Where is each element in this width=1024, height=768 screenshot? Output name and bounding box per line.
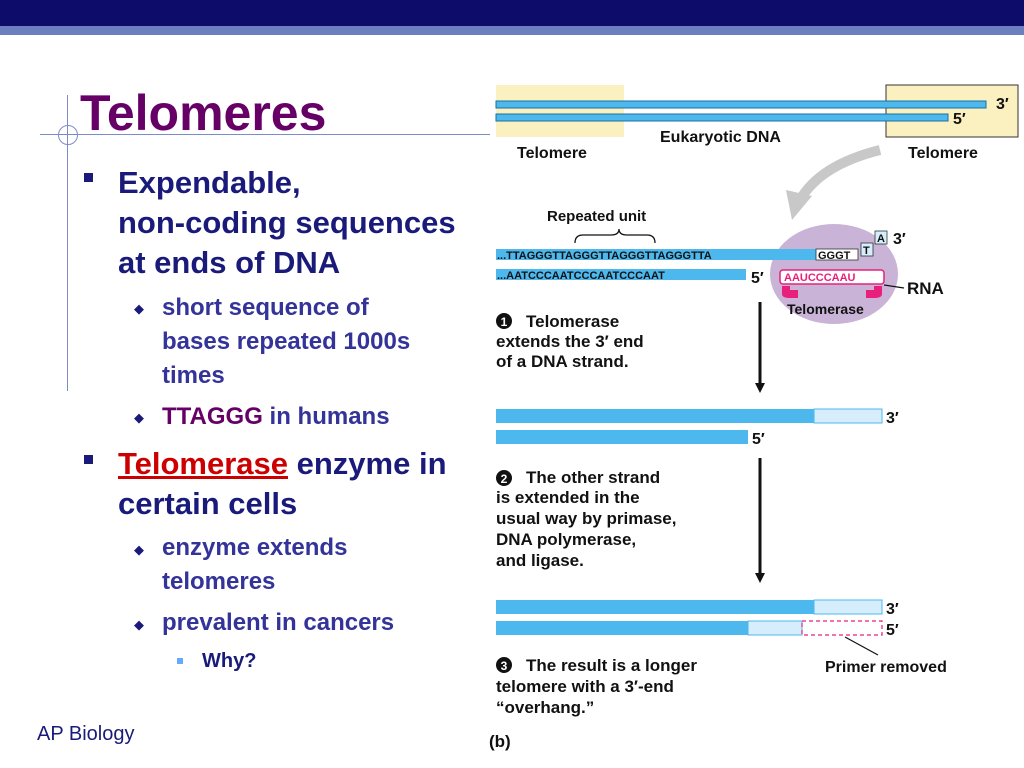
slide-title: Telomeres bbox=[80, 85, 327, 141]
top-strand-sequence: ...TTAGGGTTAGGGTTAGGGTTAGGGTTA bbox=[497, 250, 712, 262]
step-3-line-3: “overhang.” bbox=[496, 698, 594, 717]
bullet-marker-small-square bbox=[177, 658, 183, 664]
zoom-arrow-shaft bbox=[795, 145, 882, 203]
bullet-1-line-2: non-coding sequences bbox=[118, 205, 456, 240]
result-strand-b-extension bbox=[747, 620, 803, 636]
strand-a-original bbox=[496, 409, 814, 423]
step-1-number: 1 bbox=[501, 315, 508, 329]
label-eukaryotic-dna: Eukaryotic DNA bbox=[660, 129, 781, 146]
label-3prime-seq: 3′ bbox=[893, 231, 906, 248]
bottom-strand-sequence: ...AATCCCAATCCCAATCCCAAT bbox=[497, 270, 665, 282]
bullet-1b-rest: in humans bbox=[262, 403, 390, 430]
label-repeated-unit: Repeated unit bbox=[547, 208, 646, 225]
step-2-line-5: and ligase. bbox=[496, 551, 584, 570]
bullet-marker-square bbox=[84, 455, 93, 464]
bullet-1b: TTAGGG in humans bbox=[162, 400, 390, 434]
bullet-1-line-3: at ends of DNA bbox=[118, 245, 341, 280]
result-strand-a-extension bbox=[813, 599, 883, 615]
top-strand-overhang: GGGT bbox=[818, 250, 851, 262]
step-2-line-4: DNA polymerase, bbox=[496, 530, 636, 549]
step-3-number: 3 bbox=[501, 659, 508, 673]
step-1-line-1: Telomerase bbox=[526, 312, 619, 331]
bullet-marker-square bbox=[84, 173, 93, 182]
new-nucleotide-t-label: T bbox=[863, 245, 870, 257]
telomere-box-right bbox=[885, 84, 1019, 138]
bullet-marker-diamond: ◆ bbox=[134, 617, 144, 632]
bullet-1-line-1: Expendable, bbox=[118, 165, 301, 200]
rna-loop-left bbox=[782, 286, 798, 298]
rna-loop-right bbox=[866, 286, 882, 298]
decor-horizontal-line bbox=[40, 134, 490, 135]
footer-course-label: AP Biology bbox=[37, 723, 135, 745]
new-nucleotide-t bbox=[860, 242, 874, 257]
dna-bottom-strand bbox=[495, 113, 949, 122]
top-banner bbox=[0, 0, 1024, 26]
decor-crosshair-circle bbox=[58, 125, 78, 145]
figure-panel-label: (b) bbox=[489, 732, 511, 751]
label-3prime-step2: 3′ bbox=[886, 601, 899, 618]
bullet-2b1: Why? bbox=[202, 650, 257, 672]
label-3prime-top: 3′ bbox=[996, 96, 1009, 113]
overhang-box bbox=[815, 248, 859, 261]
new-nucleotide-a bbox=[874, 230, 888, 245]
step-3-line-2: telomere with a 3′-end bbox=[496, 677, 674, 696]
label-5prime-step2: 5′ bbox=[886, 622, 899, 639]
telomerase-term: Telomerase bbox=[118, 446, 289, 481]
step-1-line-2: extends the 3′ end bbox=[496, 332, 644, 351]
label-primer-removed: Primer removed bbox=[825, 659, 947, 676]
bullet-marker-diamond: ◆ bbox=[134, 410, 144, 425]
bullet-1a-line-3: times bbox=[162, 362, 225, 389]
step-2-line-2: is extended in the bbox=[496, 488, 640, 507]
label-3prime-step1: 3′ bbox=[886, 410, 899, 427]
rna-template-box bbox=[779, 269, 885, 285]
rna-pointer-line bbox=[883, 284, 905, 289]
label-5prime-step1: 5′ bbox=[752, 431, 765, 448]
top-banner-stripe bbox=[0, 26, 1024, 35]
top-strand-seq-bar bbox=[496, 249, 816, 260]
result-strand-a-original bbox=[496, 600, 814, 614]
result-strand-b-original bbox=[496, 621, 748, 635]
decor-vertical-line bbox=[67, 95, 68, 391]
step-1-line-3: of a DNA strand. bbox=[496, 352, 629, 371]
bullet-2-line-2: certain cells bbox=[118, 486, 298, 521]
bullet-marker-diamond: ◆ bbox=[134, 542, 144, 557]
rna-template-sequence: AAUCCCAAU bbox=[784, 272, 856, 284]
bullet-1a-line-2: bases repeated 1000s bbox=[162, 328, 411, 355]
step-1-badge bbox=[496, 313, 512, 329]
ttaggg-highlight: TTAGGG bbox=[162, 403, 263, 430]
new-nucleotide-a-label: A bbox=[877, 233, 885, 245]
primer-removed-region bbox=[801, 620, 883, 636]
step-3-line-1: The result is a longer bbox=[526, 656, 697, 675]
bullet-2b: prevalent in cancers bbox=[162, 609, 395, 636]
bullet-2a-line-1: enzyme extends bbox=[162, 534, 348, 561]
step-2-number: 2 bbox=[501, 472, 508, 486]
telomere-box-left bbox=[496, 85, 624, 137]
label-telomere-right: Telomere bbox=[908, 145, 978, 162]
bullet-2a-line-2: telomeres bbox=[162, 568, 276, 595]
label-telomerase: Telomerase bbox=[787, 301, 864, 317]
strand-a-extension bbox=[813, 408, 883, 424]
step-2-badge bbox=[496, 470, 512, 486]
step-2-line-1: The other strand bbox=[526, 468, 660, 487]
bullet-marker-diamond: ◆ bbox=[134, 301, 144, 316]
dna-top-strand bbox=[495, 100, 987, 109]
label-5prime-top: 5′ bbox=[953, 111, 966, 128]
bottom-strand-seq-bar bbox=[496, 269, 746, 280]
label-telomere-left: Telomere bbox=[517, 145, 587, 162]
bullet-2-line-1: Telomerase enzyme in bbox=[118, 444, 447, 484]
repeated-unit-bracket bbox=[574, 228, 656, 244]
step-2-line-3: usual way by primase, bbox=[496, 509, 676, 528]
step-3-badge bbox=[496, 657, 512, 673]
bullet-2-rest: enzyme in bbox=[288, 446, 447, 481]
strand-b-original bbox=[496, 430, 748, 444]
primer-pointer-line bbox=[844, 636, 879, 656]
bullet-1a-line-1: short sequence of bbox=[162, 294, 369, 321]
label-5prime-seq: 5′ bbox=[751, 270, 764, 287]
zoom-arrow-head bbox=[786, 190, 812, 220]
label-rna: RNA bbox=[907, 279, 944, 298]
